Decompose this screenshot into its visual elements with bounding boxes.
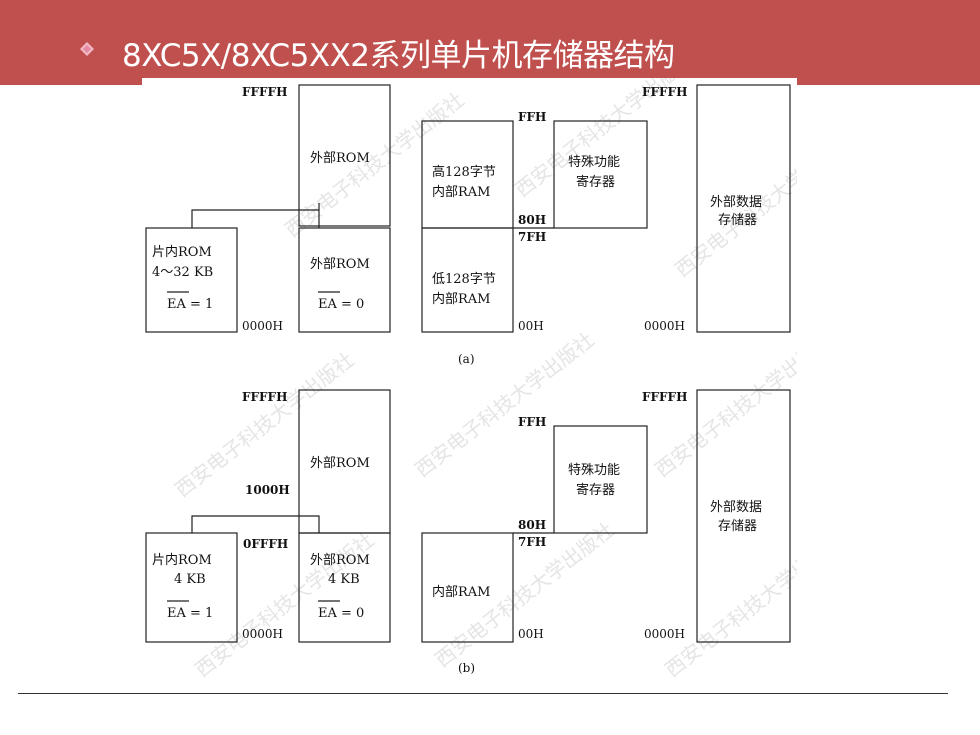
watermark-text: 西安电子科技大学出版社 — [660, 528, 797, 680]
a-ea0-label: EA = 0 — [318, 297, 364, 312]
a-low-ram-line2: 内部RAM — [432, 291, 491, 307]
a-xdata-box — [696, 84, 791, 333]
a-int-rom-box — [145, 227, 238, 333]
b-rom-top-addr: FFFFH — [242, 390, 287, 404]
watermark-text: 西安电子科技大学出版社 — [410, 328, 598, 482]
a-ea0-value: = 0 — [337, 297, 364, 312]
a-ext-rom2-label: 外部ROM — [310, 257, 370, 272]
b-sfr-line1: 特殊功能 — [568, 463, 620, 478]
a-ram-80h: 80H — [518, 213, 546, 227]
a-ea0-text: EA — [318, 297, 337, 312]
watermark-text: 西安电子科技大学出版社 — [650, 328, 797, 482]
b-ea0-label: EA = 0 — [318, 606, 364, 621]
a-xdata-top-addr: FFFFH — [642, 85, 687, 99]
b-ea1-text: EA — [167, 606, 186, 621]
b-ram-ffh: FFH — [518, 415, 546, 429]
b-caption: (b) — [458, 661, 475, 675]
b-rom-1000-addr: 1000H — [245, 483, 290, 497]
b-connector — [191, 515, 320, 533]
a-xdata-bottom-addr: 0000H — [644, 319, 685, 333]
b-ram-7fh: 7FH — [518, 535, 546, 549]
a-ram-ffh: FFH — [518, 110, 546, 124]
a-rom-top-addr: FFFFH — [242, 85, 287, 99]
b-int-ram-label: 内部RAM — [432, 584, 491, 600]
b-int-rom-line1: 片内ROM — [152, 552, 212, 568]
a-connector — [191, 209, 320, 228]
a-int-rom-line1: 片内ROM — [152, 244, 212, 260]
a-sfr-box — [553, 120, 648, 229]
b-xdata-bottom-addr: 0000H — [644, 627, 685, 641]
memory-diagram: 西安电子科技大学出版社 西安电子科技大学出版社 西安电子科技大学出版社 西安电子… — [145, 78, 797, 680]
a-ea1-label: EA = 1 — [167, 297, 213, 312]
a-int-rom-line2: 4～32 KB — [152, 265, 213, 280]
b-ea0-value: = 0 — [337, 606, 364, 621]
b-sfr-box — [553, 425, 648, 534]
b-ext-rom2-box — [298, 532, 391, 643]
b-ext-rom2-line1: 外部ROM — [310, 553, 370, 568]
diamond-bullet-icon — [80, 42, 94, 56]
b-xdata-box — [696, 389, 791, 643]
b-ea0-text: EA — [318, 606, 337, 621]
b-sfr-line2: 寄存器 — [576, 482, 615, 498]
a-ea1-text: EA — [167, 297, 186, 312]
b-ram-00h: 00H — [518, 627, 544, 641]
b-int-ram-box — [421, 532, 514, 643]
a-sfr-line2: 寄存器 — [576, 174, 615, 190]
b-ram-80h: 80H — [518, 518, 546, 532]
b-int-rom-box — [145, 532, 238, 643]
b-ea1-label: EA = 1 — [167, 606, 213, 621]
a-sfr-line1: 特殊功能 — [568, 155, 620, 170]
a-ext-rom-label: 外部ROM — [310, 151, 370, 166]
b-rom-bottom-addr: 0000H — [242, 627, 283, 641]
b-xdata-line1: 外部数据 — [710, 500, 762, 515]
title-bar: 8XC5X/8XC5XX2系列单片机存储器结构 — [0, 0, 980, 85]
a-caption: (a) — [458, 352, 475, 366]
b-rom-0fff-addr: 0FFFH — [243, 537, 288, 551]
memory-structure-figure: 西安电子科技大学出版社 西安电子科技大学出版社 西安电子科技大学出版社 西安电子… — [142, 78, 797, 680]
watermark-text: 西安电子科技大学出版社 — [170, 348, 358, 502]
b-int-rom-line2: 4 KB — [174, 572, 206, 587]
b-ext-rom2-line2: 4 KB — [328, 572, 360, 587]
a-ext-rom2-box — [298, 227, 391, 333]
page-title: 8XC5X/8XC5XX2系列单片机存储器结构 — [122, 38, 675, 74]
a-high-ram-line2: 内部RAM — [432, 184, 491, 200]
a-ram-7fh: 7FH — [518, 230, 546, 244]
b-xdata-top-addr: FFFFH — [642, 390, 687, 404]
b-ea1-value: = 1 — [186, 606, 213, 621]
a-ea1-value: = 1 — [186, 297, 213, 312]
a-rom-bottom-addr: 0000H — [242, 319, 283, 333]
a-xdata-line1: 外部数据 — [710, 195, 762, 210]
a-ext-rom-box — [298, 84, 391, 227]
a-high-ram-line1: 高128字节 — [432, 164, 496, 180]
a-ram-00h: 00H — [518, 319, 544, 333]
a-xdata-line2: 存储器 — [718, 213, 757, 228]
b-ext-rom-label: 外部ROM — [310, 456, 370, 471]
a-low-ram-line1: 低128字节 — [432, 272, 496, 287]
bottom-divider — [18, 693, 948, 694]
a-low-ram-box — [421, 227, 514, 333]
b-xdata-line2: 存储器 — [718, 519, 757, 534]
